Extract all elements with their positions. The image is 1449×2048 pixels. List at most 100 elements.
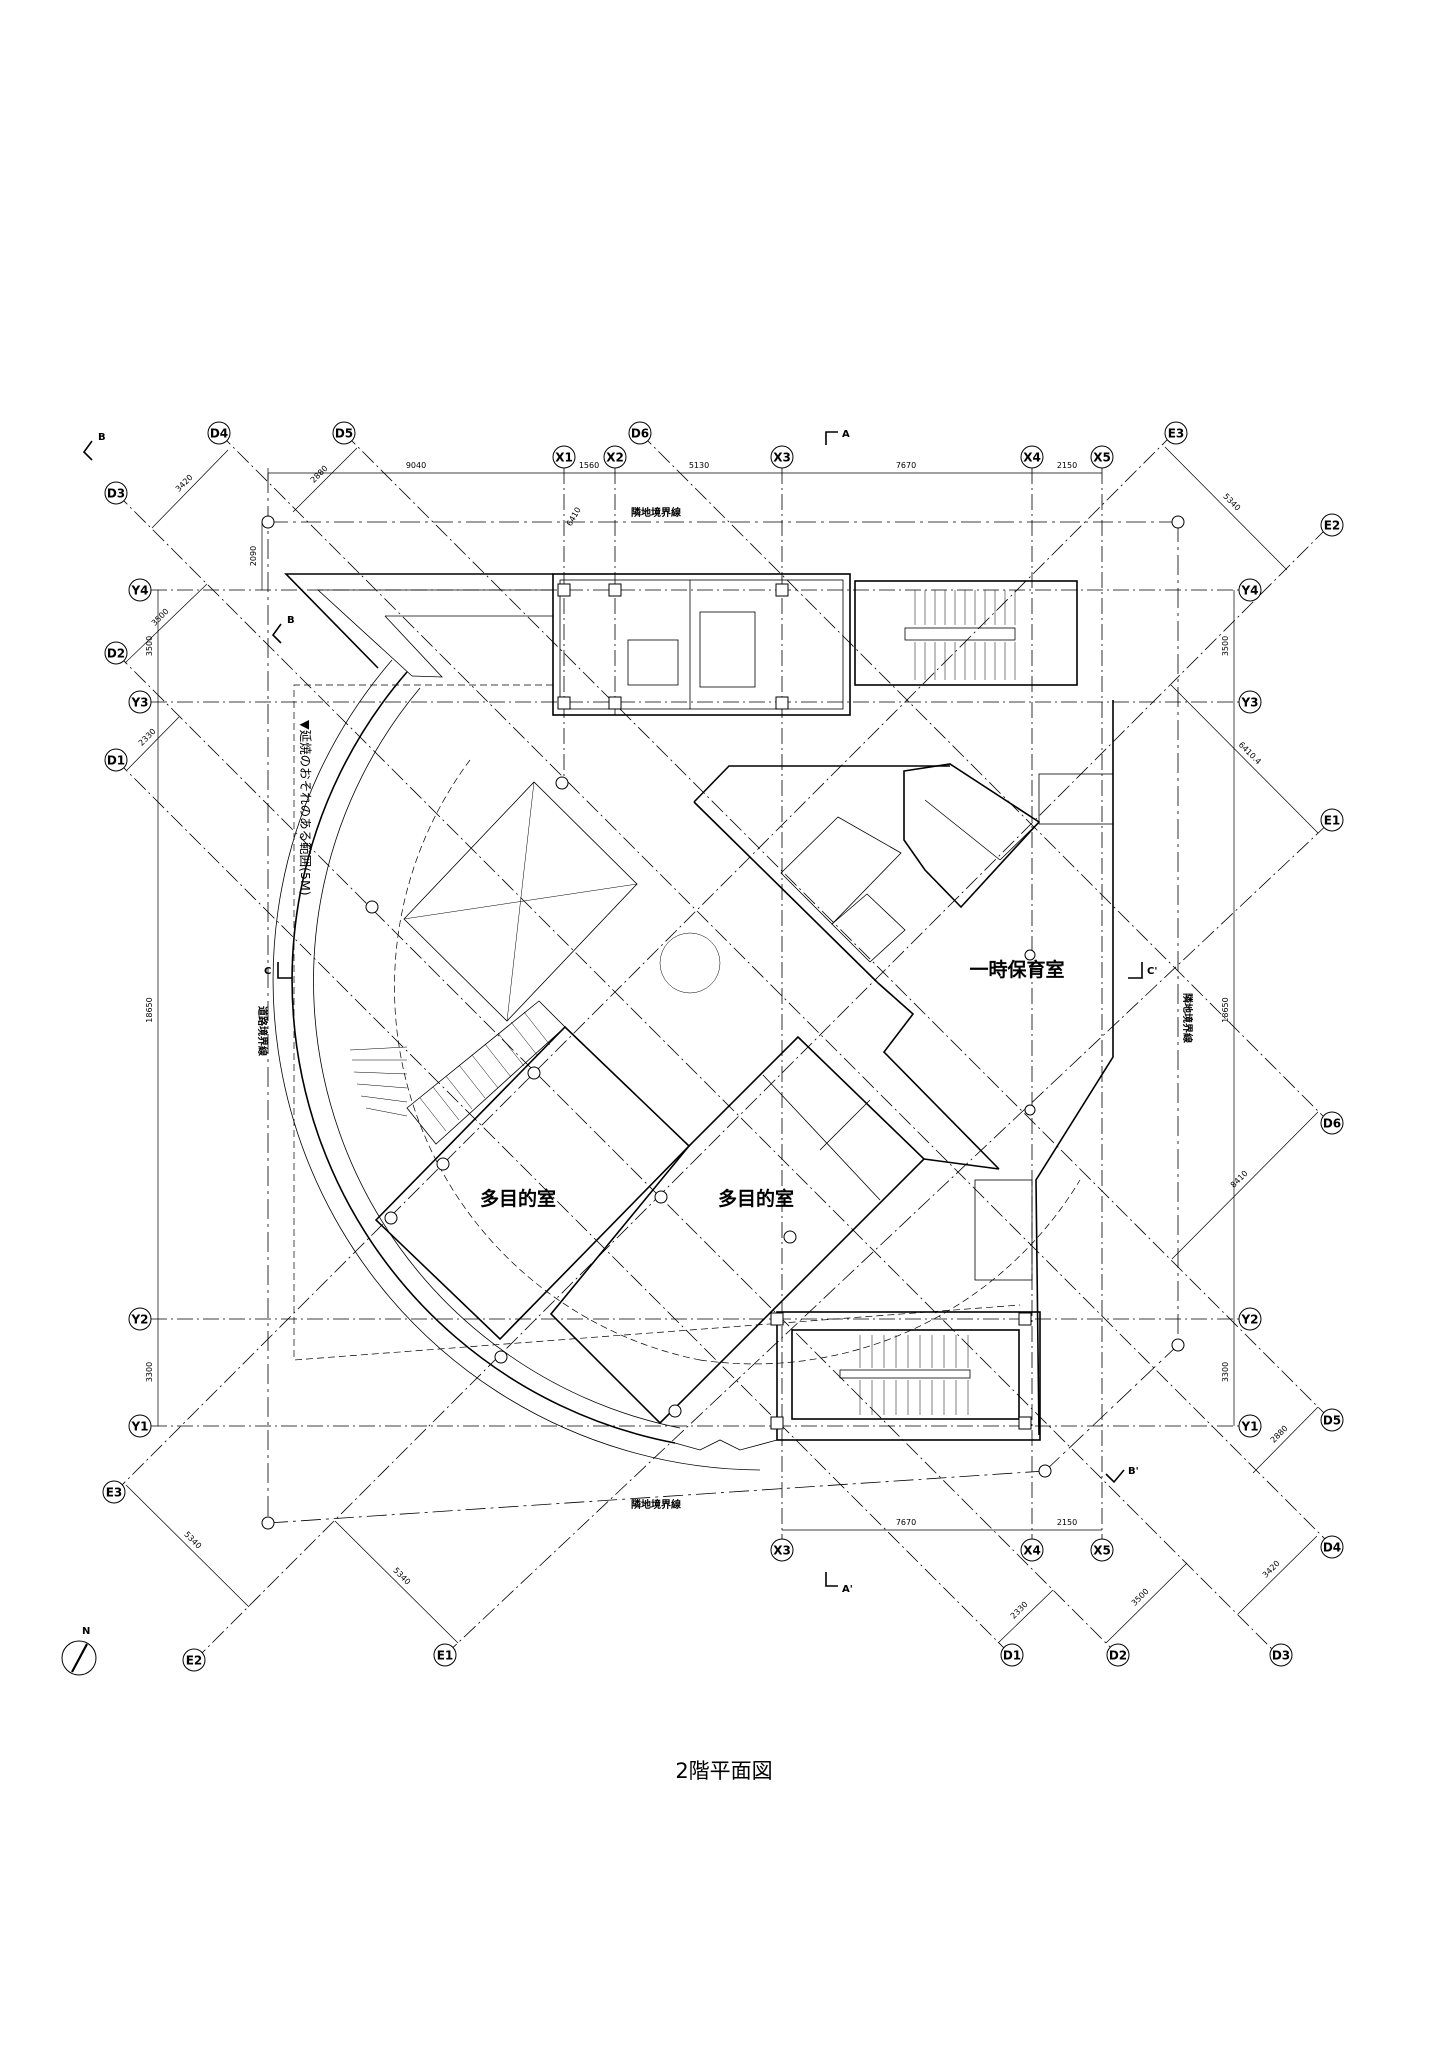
section-markers: A A' B B B' C C'	[82, 429, 1157, 1595]
dimension-left: 3300	[145, 1362, 154, 1382]
section-mark-c: C	[264, 966, 271, 977]
dimension-bottom: 2150	[1057, 1518, 1077, 1527]
dimension-diagonal: 2880	[309, 464, 330, 485]
dimension-diagonal: 8410	[1229, 1169, 1250, 1190]
grid-label: E1	[437, 1649, 454, 1663]
boundary-label-right: 隣地境界線	[1181, 993, 1194, 1043]
grid-bubble-top: D4	[207, 421, 231, 445]
grid-lines	[113, 430, 1333, 1662]
dimension-diagonal: 5340	[391, 1566, 412, 1587]
grid-bubble-top: X3	[770, 445, 794, 469]
dimension-top: 1560	[579, 461, 599, 470]
dimension-diagonal: 5340	[1221, 492, 1242, 513]
dimension-bottom: 7670	[896, 1518, 916, 1527]
grid-label: D6	[631, 427, 649, 441]
dimension-right: 18650	[1221, 997, 1230, 1022]
grid-bubble-right: D5	[1320, 1408, 1344, 1432]
dimension-diagonal: 5340	[182, 1530, 203, 1551]
road-boundary-label: 道路境界線	[256, 1006, 269, 1056]
dimension-top: 2150	[1057, 461, 1077, 470]
boundary-label-top: 隣地境界線	[631, 506, 681, 519]
building-walls	[272, 573, 1114, 1471]
grid-label: D2	[107, 647, 125, 661]
north-arrow: N	[61, 1626, 97, 1676]
grid-label: X5	[1093, 1544, 1111, 1558]
grid-bubble-top: E3	[1164, 421, 1188, 445]
grid-bubble-top: X4	[1020, 445, 1044, 469]
dimension-diagonal: 3420	[1261, 1559, 1282, 1580]
room-label-multipurpose-left: 多目的室	[480, 1187, 556, 1210]
boundary-label-bottom: 隣地境界線	[631, 1498, 681, 1511]
grid-bubble-right: E2	[1320, 513, 1344, 537]
grid-bubble-left: D3	[104, 481, 128, 505]
dimension-diagonal: 2880	[1269, 1424, 1290, 1445]
dimension-right: 3300	[1221, 1362, 1230, 1382]
grid-bubble-bottom: X3	[770, 1538, 794, 1562]
grid-bubble-top: X1	[552, 445, 576, 469]
grid-label: Y4	[1240, 584, 1258, 598]
grid-bubble-left: D2	[104, 641, 128, 665]
grid-bubble-left: D1	[104, 748, 128, 772]
grid-bubble-bottom: D3	[1269, 1643, 1293, 1667]
dimension-top: 9040	[406, 461, 426, 470]
dimension-left: 3500	[145, 636, 154, 656]
grid-label: D1	[1003, 1649, 1021, 1663]
grid-label: X2	[606, 451, 624, 465]
grid-label: D5	[335, 427, 353, 441]
grid-bubble-left: E3	[102, 1480, 126, 1504]
grid-bubble-top: X2	[603, 445, 627, 469]
grid-label: D4	[210, 427, 228, 441]
section-mark-b-prime: B'	[1128, 1466, 1139, 1477]
stair-treads-top	[914, 590, 1016, 680]
dimension-diagonal: 3420	[174, 473, 195, 494]
grid-label: X3	[773, 1544, 791, 1558]
grid-label: D3	[1272, 1649, 1290, 1663]
grid-bubble-right: E1	[1320, 808, 1344, 832]
grid-label: Y2	[1240, 1313, 1258, 1327]
room-label-nursery: 一時保育室	[969, 958, 1064, 981]
grid-label: E1	[1324, 814, 1341, 828]
grid-label: E3	[106, 1486, 123, 1500]
grid-bubble-left: Y1	[128, 1414, 152, 1438]
dimension-diagonal: 2330	[137, 727, 158, 748]
grid-label: D6	[1323, 1117, 1341, 1131]
dimension-left: 18650	[145, 997, 154, 1022]
stair-treads-diagonal	[419, 1011, 551, 1132]
grid-label: Y2	[130, 1313, 148, 1327]
curved-stair	[349, 1046, 408, 1117]
room-label-multipurpose-right: 多目的室	[718, 1187, 794, 1210]
grid-bubble-left: Y2	[128, 1307, 152, 1331]
dimension-top: 7670	[896, 461, 916, 470]
grid-bubble-bottom: E2	[182, 1648, 206, 1672]
dimension-diagonal: 3500	[150, 607, 171, 628]
grid-label: D3	[107, 487, 125, 501]
section-mark-b-inner: B	[287, 615, 295, 626]
dimension-diagonal: 6410.4	[1237, 740, 1263, 766]
dimension-lines	[124, 446, 1319, 1644]
grid-label: E2	[1324, 519, 1341, 533]
grid-label: X4	[1023, 451, 1041, 465]
grid-bubble-top: D5	[332, 421, 356, 445]
grid-label: D5	[1323, 1414, 1341, 1428]
grid-label: E3	[1168, 427, 1185, 441]
grid-label: E2	[186, 1654, 203, 1668]
grid-bubble-right: Y2	[1238, 1307, 1262, 1331]
grid-label: Y3	[1240, 696, 1258, 710]
fire-spread-zone-label: ▼延焼のおそれのある範囲(5M)	[298, 720, 313, 896]
stair-treads-bottom	[859, 1335, 969, 1415]
grid-bubble-bottom: X4	[1020, 1538, 1044, 1562]
grid-bubble-right: Y1	[1238, 1414, 1262, 1438]
grid-label: X3	[773, 451, 791, 465]
dimension-diagonal: 6410	[565, 506, 583, 528]
grid-bubble-right: D6	[1320, 1111, 1344, 1135]
section-mark-b-outer: B	[98, 432, 106, 443]
dimension-diagonal: 3500	[1130, 1587, 1151, 1608]
grid-label: D1	[107, 754, 125, 768]
section-mark-c-prime: C'	[1147, 966, 1157, 977]
north-label: N	[82, 1626, 90, 1637]
site-boundaries	[261, 473, 1185, 1530]
grid-bubble-right: Y4	[1238, 578, 1262, 602]
